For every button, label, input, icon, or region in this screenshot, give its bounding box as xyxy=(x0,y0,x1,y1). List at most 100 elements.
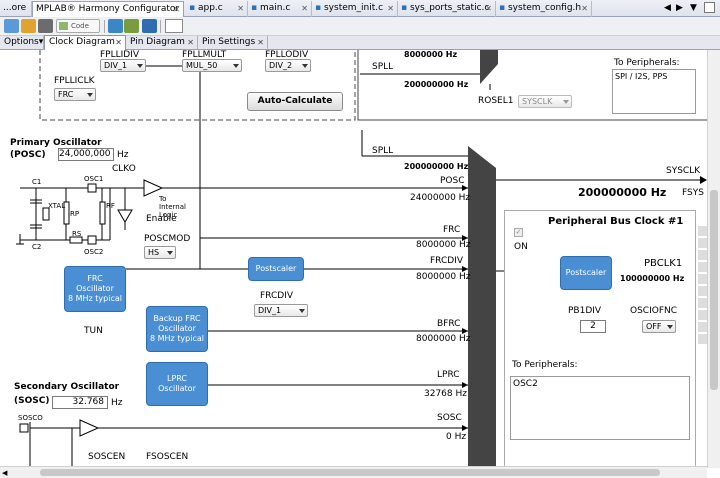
close-icon[interactable]: ✕ xyxy=(581,4,588,13)
block-line: Oscillator xyxy=(158,324,196,333)
c2-label: C2 xyxy=(32,243,42,251)
rosel-mux xyxy=(480,50,498,84)
block-line: Backup FRC xyxy=(153,314,201,323)
file-icon: ▪ xyxy=(315,3,322,13)
horizontal-scroll-thumb[interactable] xyxy=(40,469,660,476)
select-value: HS xyxy=(148,248,160,257)
close-icon[interactable]: ✕ xyxy=(485,4,492,13)
osc1-pin xyxy=(87,183,97,193)
frc-line-freq: 8000000 Hz xyxy=(416,240,471,250)
select-value: DIV_1 xyxy=(258,306,282,315)
configure-icon[interactable] xyxy=(4,19,19,33)
tab-ore[interactable]: ...ore xyxy=(0,1,32,17)
bfrc-line-label: BFRC xyxy=(437,319,461,329)
tab-pin-diagram[interactable]: Pin Diagram ✕ xyxy=(126,36,198,50)
rosel-select[interactable]: SYSCLK xyxy=(518,95,572,108)
tab-scroll-left-icon[interactable]: ◀ xyxy=(664,3,671,13)
lprc-line-freq: 32768 Hz xyxy=(424,389,467,399)
frcdiv-line-freq: 8000000 Hz xyxy=(416,272,471,282)
primary-osc-title: Primary Oscillator xyxy=(10,138,102,148)
secondary-osc-title: Secondary Oscillator xyxy=(14,382,120,392)
load-icon[interactable] xyxy=(38,19,53,33)
tab-pin-settings[interactable]: Pin Settings ✕ xyxy=(198,36,268,50)
scroll-left-icon[interactable]: ◀ xyxy=(2,469,8,477)
close-icon[interactable]: ✕ xyxy=(301,4,308,13)
tab-options[interactable]: Options▾ xyxy=(0,36,44,50)
sosc-line-freq: 0 Hz xyxy=(446,432,467,442)
sync-icon[interactable] xyxy=(142,19,157,33)
tab-main-c[interactable]: ▪ main.c ✕ xyxy=(248,1,312,17)
rf-label: RF xyxy=(106,202,115,210)
rs-label: RS xyxy=(72,230,82,238)
gear-icon xyxy=(59,22,68,30)
lprc-oscillator-block[interactable]: LPRC Oscillator xyxy=(146,362,208,406)
tab-scroll-right-icon[interactable]: ▶ xyxy=(676,3,683,13)
osc2-pin xyxy=(87,235,97,245)
side-tab-strip[interactable] xyxy=(698,226,707,346)
toolbar: Code xyxy=(0,17,720,36)
tab-harmony-configurator[interactable]: MPLAB® Harmony Configurator ✕ xyxy=(32,1,184,18)
horizontal-scrollbar[interactable]: ◀ xyxy=(0,466,707,478)
peripheral-list-value: SPI / I2S, PPS xyxy=(615,72,668,81)
editor-tab-bar: ...ore MPLAB® Harmony Configurator ✕ ▪ a… xyxy=(0,0,720,18)
refresh-icon[interactable] xyxy=(124,19,139,33)
close-icon[interactable]: ✕ xyxy=(115,38,122,47)
pbclk1-out-freq: 100000000 Hz xyxy=(620,274,685,283)
pbclk1-peripherals-list[interactable]: OSC2 xyxy=(510,376,690,440)
pbclk1-postscaler-block[interactable]: Postscaler xyxy=(560,256,612,290)
vertical-scrollbar[interactable] xyxy=(707,50,720,468)
toolbar-divider xyxy=(104,20,105,33)
osciofnc-label: OSCIOFNC xyxy=(630,306,678,316)
save-icon[interactable] xyxy=(21,19,36,33)
close-icon[interactable]: ✕ xyxy=(237,4,244,13)
c1-label: C1 xyxy=(32,178,42,186)
poscmod-select[interactable]: HS xyxy=(144,246,176,259)
tab-clock-diagram[interactable]: Clock Diagram ✕ xyxy=(44,35,126,51)
frc-oscillator-block[interactable]: FRC Oscillator 8 MHz typical xyxy=(64,266,126,312)
auto-calculate-button[interactable]: Auto-Calculate xyxy=(247,92,343,111)
tab-list-icon[interactable]: ▼ xyxy=(690,3,697,13)
spll-top-label: SPLL xyxy=(372,62,394,72)
pll-dashed-box xyxy=(39,50,356,121)
pbclk1-on-label: ON xyxy=(514,242,528,252)
frcdiv-line-label: FRCDIV xyxy=(430,256,464,266)
tab-system-config-h[interactable]: ▪ system_config.h ✕ xyxy=(496,1,592,17)
close-icon[interactable]: ✕ xyxy=(173,5,180,14)
tab-label: Pin Diagram xyxy=(130,37,185,47)
osciofnc-select[interactable]: OFF xyxy=(642,320,676,333)
frc-postscaler-block[interactable]: Postscaler xyxy=(248,257,304,281)
fpllclk-select[interactable]: FRC xyxy=(54,88,96,101)
bfrc-line-freq: 8000000 Hz xyxy=(416,334,471,344)
pbclk1-on-checkbox[interactable]: ✓ xyxy=(514,228,523,237)
fpllidiv-select[interactable]: DIV_1 xyxy=(100,59,146,72)
tab-sys-ports-static-c[interactable]: ▪ sys_ports_static.c ✕ xyxy=(398,1,496,17)
posc-frequency-input[interactable]: 24,000,000 xyxy=(58,148,114,161)
fpllclk-label: FPLLICLK xyxy=(54,76,95,86)
fpllmult-select[interactable]: MUL_50 xyxy=(182,59,242,72)
maximize-icon[interactable] xyxy=(704,2,715,13)
to-peripherals-top-list[interactable]: SPI / I2S, PPS xyxy=(612,69,696,114)
chevron-down-icon xyxy=(167,251,173,255)
clko-label: CLKO xyxy=(112,164,136,174)
generate-code-button[interactable]: Code xyxy=(56,19,100,33)
pb1div-input[interactable]: 2 xyxy=(580,320,606,333)
tab-system-init-c[interactable]: ▪ system_init.c ✕ xyxy=(312,1,398,17)
block-line: LPRC xyxy=(166,374,188,383)
chevron-down-icon xyxy=(87,93,93,97)
vertical-scroll-thumb[interactable] xyxy=(710,190,718,390)
sosco-label: SOSCO xyxy=(18,414,43,422)
enable-label: Enable xyxy=(146,214,177,224)
backup-frc-oscillator-block[interactable]: Backup FRC Oscillator 8 MHz typical xyxy=(146,306,208,352)
close-icon[interactable]: ✕ xyxy=(187,38,194,47)
sosc-frequency-input[interactable]: 32.768 xyxy=(52,396,108,409)
window-icon[interactable] xyxy=(165,19,183,33)
clock-diagram-canvas[interactable]: FPLLIDIV DIV_1 FPLLMULT MUL_50 FPLLODIV … xyxy=(0,50,707,468)
secondary-osc-abbr: (SOSC) xyxy=(14,396,50,406)
fpllodiv-select[interactable]: DIV_2 xyxy=(265,59,311,72)
help-icon[interactable] xyxy=(108,19,123,33)
close-icon[interactable]: ✕ xyxy=(257,38,264,47)
close-icon[interactable]: ✕ xyxy=(387,4,394,13)
frcdiv-select[interactable]: DIV_1 xyxy=(254,304,308,317)
file-icon: ▪ xyxy=(401,3,408,13)
tab-app-c[interactable]: ▪ app.c ✕ xyxy=(186,1,248,17)
